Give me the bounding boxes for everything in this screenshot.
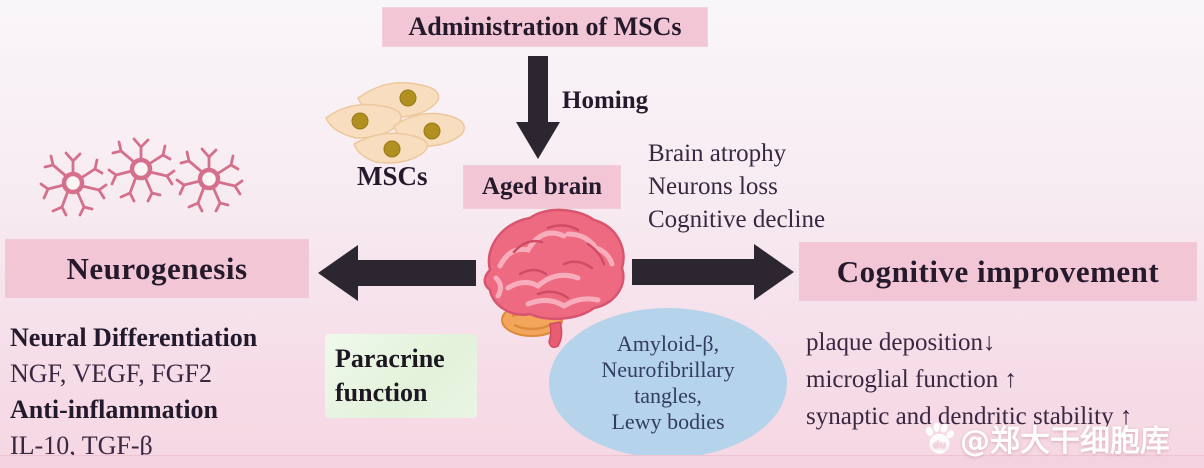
paracrine-label-line2: function [335, 378, 428, 407]
pathology-line: Neurofibrillary [601, 357, 735, 382]
aged-brain-box: Aged brain [464, 166, 620, 208]
right-arrow-icon [632, 244, 794, 300]
neurogenesis-box: Neurogenesis [6, 240, 308, 297]
bottom-border-strip [0, 455, 1204, 468]
brain-illustration [483, 208, 625, 349]
cognitive-improvement-title: Cognitive improvement [836, 253, 1160, 289]
paracrine-function-box: Paracrine function [325, 334, 477, 418]
pathology-line: tangles, [634, 383, 702, 408]
aged-brain-effect: Neurons loss [648, 173, 778, 200]
down-arrow-icon [516, 56, 560, 159]
pathology-line: Lewy bodies [611, 409, 725, 434]
cognitive-effect: plaque deposition↓ [806, 329, 996, 356]
watermark: du @郑大干细胞库 [922, 416, 1170, 460]
left-arrow-icon [318, 245, 476, 301]
msc-cells-illustration [325, 81, 465, 164]
aged-brain-effect: Cognitive decline [648, 206, 826, 233]
paw-logo-icon: du [925, 422, 954, 454]
homing-label: Homing [562, 87, 649, 114]
neurogenesis-detail: NGF, VEGF, FGF2 [10, 359, 212, 388]
mscs-label: MSCs [357, 161, 428, 191]
cognitive-effect: synaptic and dendritic stability ↑ [806, 403, 1133, 430]
paracrine-label-line1: Paracrine [335, 344, 445, 373]
cognitive-effects-list: plaque deposition↓ microglial function ↑… [806, 324, 1132, 435]
cognitive-improvement-box: Cognitive improvement [800, 243, 1196, 300]
aged-brain-label: Aged brain [481, 173, 603, 200]
cognitive-effect: microglial function ↑ [806, 366, 1018, 393]
svg-text:du: du [933, 440, 946, 451]
neurogenesis-title: Neurogenesis [66, 250, 248, 286]
watermark-text: @郑大干细胞库 [960, 424, 1170, 459]
administration-of-mscs-label: Administration of MSCs [408, 12, 682, 41]
aged-brain-effect: Brain atrophy [648, 140, 787, 167]
aged-brain-effects-list: Brain atrophy Neurons loss Cognitive dec… [648, 137, 825, 236]
pathology-line: Amyloid-β, [616, 331, 720, 356]
administration-of-mscs-box: Administration of MSCs [383, 8, 707, 46]
neurogenesis-detail: Anti-inflammation [10, 395, 218, 424]
neurogenesis-details-list: Neural Differentiation NGF, VEGF, FGF2 A… [10, 320, 257, 464]
neurogenesis-detail: Neural Differentiation [10, 323, 258, 352]
pathology-ellipse: Amyloid-β, Neurofibrillary tangles, Lewy… [549, 308, 787, 458]
neurons-illustration [36, 130, 246, 230]
